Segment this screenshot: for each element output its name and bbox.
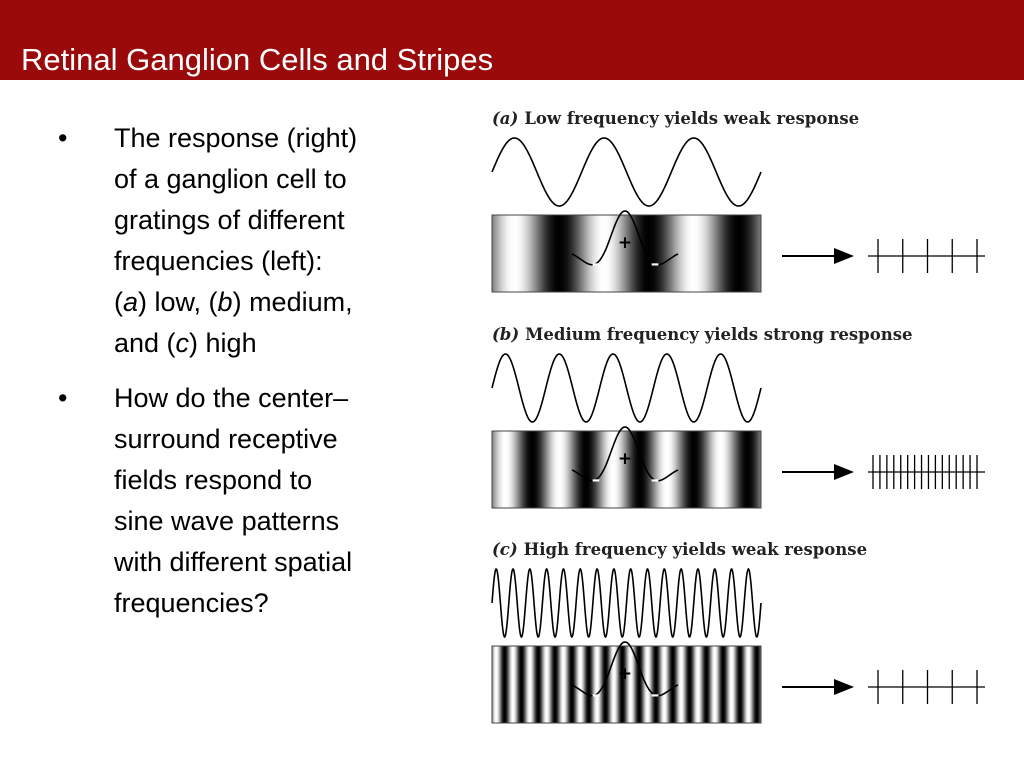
panel-caption-text: Medium frequency yields strong response: [525, 325, 912, 344]
panel-high-frequency: (c) High frequency yields weak response +…: [491, 540, 985, 724]
bullet-text: (: [114, 287, 123, 317]
bullet-line: sine wave patterns: [114, 506, 340, 536]
sine-wave: [491, 567, 762, 639]
bullet-line: How do the center–: [114, 383, 349, 413]
center-plus-sign: +: [618, 449, 632, 469]
bullet-line: frequencies?: [114, 588, 269, 618]
spike-train: [868, 670, 985, 704]
bullet-italic-letter: a: [123, 287, 139, 317]
sine-wave: [491, 137, 762, 207]
slide-title: Retinal Ganglion Cells and Stripes: [21, 42, 494, 77]
grating-bar: [491, 645, 762, 724]
spike-train: [868, 239, 985, 273]
bullet-line: surround receptive: [114, 424, 338, 454]
bullet-line: The response (right): [114, 123, 358, 153]
bullet-line: fields respond to: [114, 465, 313, 495]
bullet-list: • The response (right) of a ganglion cel…: [58, 118, 438, 638]
receptive-field-profile: [571, 641, 679, 697]
surround-minus-sign: –: [592, 470, 601, 490]
surround-minus-sign: –: [651, 685, 660, 705]
spike-train: [868, 455, 985, 489]
panel-medium-frequency: (b) Medium frequency yields strong respon…: [491, 325, 985, 509]
bullet-italic-letter: c: [175, 328, 190, 358]
panel-letter: (b): [492, 325, 519, 344]
receptive-field-profile: [571, 210, 679, 266]
bullet-italic-letter: b: [217, 287, 233, 317]
sine-wave: [491, 353, 762, 423]
bullet-dot-icon: •: [58, 123, 68, 153]
surround-minus-sign: –: [651, 470, 660, 490]
bullet-item-response: • The response (right) of a ganglion cel…: [58, 118, 438, 364]
bullet-item-question: • How do the center– surround receptive …: [58, 378, 438, 624]
center-plus-sign: +: [618, 664, 632, 684]
bullet-text: and (: [114, 328, 176, 358]
bullet-text: ) medium,: [232, 287, 353, 317]
panel-caption: (b) Medium frequency yields strong respon…: [492, 325, 913, 344]
panel-caption: (a) Low frequency yields weak response: [492, 109, 859, 128]
bullet-line: with different spatial: [114, 547, 353, 577]
surround-minus-sign: –: [592, 254, 601, 274]
title-bar: Retinal Ganglion Cells and Stripes: [0, 0, 1024, 80]
center-plus-sign: +: [618, 233, 632, 253]
grating-bar: [491, 430, 762, 509]
panel-letter: (c): [492, 540, 518, 559]
grating-bar: [491, 214, 762, 293]
panel-caption-text: Low frequency yields weak response: [524, 109, 859, 128]
bullet-line: frequencies (left):: [114, 246, 323, 276]
bullet-line: gratings of different: [114, 205, 345, 235]
bullet-line: of a ganglion cell to: [114, 164, 347, 194]
panel-caption-text: High frequency yields weak response: [524, 540, 867, 559]
panel-caption: (c) High frequency yields weak response: [492, 540, 867, 559]
receptive-field-profile: [571, 426, 679, 482]
surround-minus-sign: –: [592, 685, 601, 705]
panel-letter: (a): [492, 109, 518, 128]
grating-figure: (a)Low frequency yields weak response + …: [491, 109, 985, 724]
panel-low-frequency: (a)Low frequency yields weak response + …: [491, 109, 985, 293]
bullet-dot-icon: •: [58, 383, 68, 413]
bullet-text: ) low, (: [138, 287, 218, 317]
surround-minus-sign: –: [651, 254, 660, 274]
bullet-text: ) high: [189, 328, 257, 358]
